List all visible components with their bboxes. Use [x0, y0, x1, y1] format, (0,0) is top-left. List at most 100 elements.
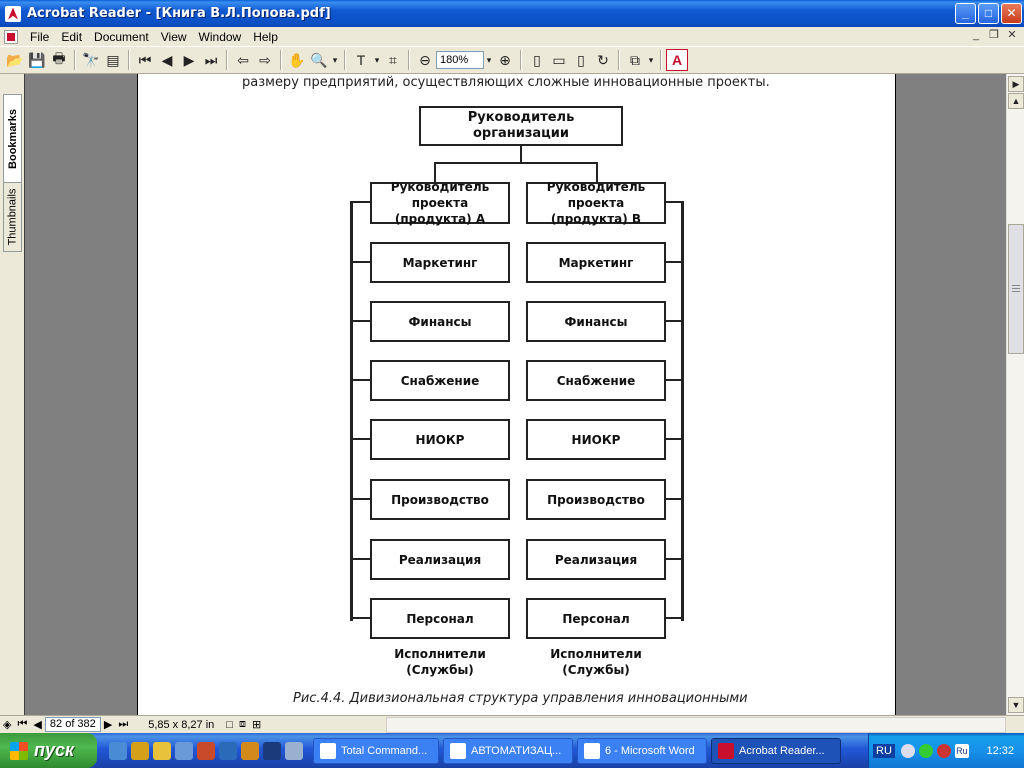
menu-document[interactable]: Document	[94, 29, 149, 44]
acrobat-task-icon	[718, 742, 734, 759]
zoom-in-tool-icon[interactable]: 🔍	[310, 51, 328, 68]
window-title: Acrobat Reader - [Книга В.Л.Попова.pdf]	[27, 6, 331, 21]
single-page-icon[interactable]: □	[226, 718, 233, 731]
zoom-input[interactable]: 180%	[436, 51, 484, 69]
task-word-doc[interactable]: АВТОМАТИЗАЦ...	[443, 737, 573, 764]
facing-icon[interactable]: ⊞	[251, 719, 262, 731]
menu-view[interactable]: View	[160, 29, 187, 44]
vertical-scrollbar[interactable]: ▶ ▲ ▼	[1006, 74, 1024, 715]
zoom-in-icon[interactable]: ⊕	[499, 51, 511, 68]
connector	[350, 201, 370, 203]
page-number-field[interactable]: 82 of 382	[44, 717, 101, 732]
scroll-down-icon[interactable]: ▼	[1008, 697, 1024, 713]
text-select-dropdown-icon[interactable]: ▾	[374, 54, 380, 65]
page-layout-icon[interactable]: ⧉	[630, 51, 640, 68]
minimize-button[interactable]: _	[955, 3, 976, 24]
document-icon[interactable]	[4, 29, 18, 44]
previous-page-icon[interactable]: ◀	[161, 51, 173, 68]
print-icon[interactable]: 🖶	[52, 50, 66, 66]
clock: 12:32	[986, 744, 1014, 757]
zoom-dropdown-icon[interactable]: ▾	[486, 54, 492, 65]
go-back-icon[interactable]: ⇦	[237, 51, 249, 68]
org-box-root: Руководитель организации	[419, 106, 623, 146]
tray-language-icon[interactable]: Ru	[954, 743, 969, 758]
left-trunk-line	[350, 201, 353, 621]
next-page-small-icon[interactable]: ▶	[103, 719, 113, 731]
connector	[666, 320, 682, 322]
org-box-department-left: Маркетинг	[370, 242, 510, 283]
zoom-tool-dropdown-icon[interactable]: ▾	[332, 54, 338, 65]
org-box-department-right: Персонал	[526, 598, 666, 639]
tab-bookmarks[interactable]: Bookmarks	[3, 94, 22, 184]
navigation-toggle-icon[interactable]: ◈	[3, 719, 12, 731]
menu-help[interactable]: Help	[253, 29, 278, 44]
prev-page-small-icon[interactable]: ◀	[33, 719, 42, 731]
page-size-label: 5,85 x 8,27 in	[148, 718, 215, 731]
first-page-icon[interactable]: ⏮	[138, 51, 152, 68]
text-select-tool-icon[interactable]: T	[356, 52, 366, 68]
doc-close-button[interactable]: ✕	[1007, 29, 1017, 41]
tab-thumbnails[interactable]: Thumbnails	[3, 182, 22, 252]
navigation-pane-tabs: Bookmarks Thumbnails	[0, 74, 24, 715]
app-shortcut-icon[interactable]	[241, 741, 259, 760]
calculator-icon[interactable]	[175, 741, 193, 760]
snapshot-tool-icon[interactable]: ⌗	[389, 51, 397, 68]
save-shortcut-icon[interactable]	[131, 741, 149, 760]
media-icon[interactable]	[197, 741, 215, 760]
horizontal-scrollbar[interactable]	[386, 717, 1006, 733]
show-hide-navigation-icon[interactable]: ▤	[106, 51, 120, 68]
fit-page-icon[interactable]: ▭	[552, 51, 566, 68]
doc-restore-button[interactable]: ❐	[989, 29, 999, 41]
go-forward-icon[interactable]: ⇨	[259, 51, 271, 68]
show-desktop-icon[interactable]	[285, 741, 303, 760]
toolbar-separator	[74, 50, 76, 70]
scroll-up-icon[interactable]: ▲	[1008, 93, 1024, 109]
security-icon[interactable]	[936, 743, 951, 758]
ie-icon[interactable]	[109, 741, 127, 760]
hand-tool-icon[interactable]: ✋	[288, 51, 306, 68]
next-page-icon[interactable]: ▶	[183, 51, 195, 68]
page-layout-dropdown-icon[interactable]: ▾	[648, 54, 654, 65]
open-icon[interactable]: 📂	[6, 51, 24, 68]
windows-logo-icon	[10, 741, 28, 760]
acrobat-app-icon[interactable]	[5, 5, 21, 22]
menu-window[interactable]: Window	[198, 29, 242, 44]
menu-edit[interactable]: Edit	[61, 29, 83, 44]
rotate-view-icon[interactable]: ↻	[597, 51, 609, 68]
adobe-logo-icon[interactable]: A	[666, 49, 688, 71]
fit-width-icon[interactable]: ▯	[577, 51, 585, 68]
acrobat-shortcut-icon[interactable]	[219, 741, 237, 760]
task-label: Total Command...	[341, 744, 428, 757]
maximize-button[interactable]: □	[978, 3, 999, 24]
task-label: АВТОМАТИЗАЦ...	[471, 744, 562, 757]
connector	[350, 261, 370, 263]
connector	[666, 617, 682, 619]
pencil-icon[interactable]	[153, 741, 171, 760]
tray-arrow-icon[interactable]	[900, 743, 915, 758]
task-acrobat-reader[interactable]: Acrobat Reader...	[711, 737, 841, 764]
connector	[350, 320, 370, 322]
zoom-out-icon[interactable]: ⊖	[419, 51, 431, 68]
network-icon[interactable]	[918, 743, 933, 758]
language-indicator[interactable]: RU	[873, 743, 895, 758]
close-button[interactable]: ✕	[1001, 3, 1022, 24]
start-button[interactable]: пуск	[0, 733, 97, 768]
task-microsoft-word[interactable]: 6 - Microsoft Word	[577, 737, 707, 764]
save-icon[interactable]: 💾	[28, 51, 46, 68]
actual-size-icon[interactable]: ▯	[533, 51, 541, 68]
last-page-icon[interactable]: ⏭	[204, 51, 218, 68]
document-viewport[interactable]: размеру предприятий, осуществляющих слож…	[24, 74, 1006, 715]
doc-minimize-button[interactable]: _	[972, 29, 980, 41]
next-page-arrow-icon[interactable]: ▶	[1008, 76, 1024, 92]
continuous-icon[interactable]: ⧈	[238, 718, 246, 730]
menu-file[interactable]: File	[30, 29, 50, 44]
first-page-small-icon[interactable]: ⏮	[17, 718, 28, 730]
org-box-department-left: Снабжение	[370, 360, 510, 401]
task-total-commander[interactable]: Total Command...	[313, 737, 439, 764]
scrollbar-thumb[interactable]	[1008, 224, 1024, 354]
last-page-small-icon[interactable]: ⏭	[118, 718, 129, 730]
translator-icon[interactable]	[263, 741, 281, 760]
connector	[350, 438, 370, 440]
tab-thumbnails-label: Thumbnails	[6, 188, 19, 246]
find-icon[interactable]: 🔭	[82, 51, 100, 68]
